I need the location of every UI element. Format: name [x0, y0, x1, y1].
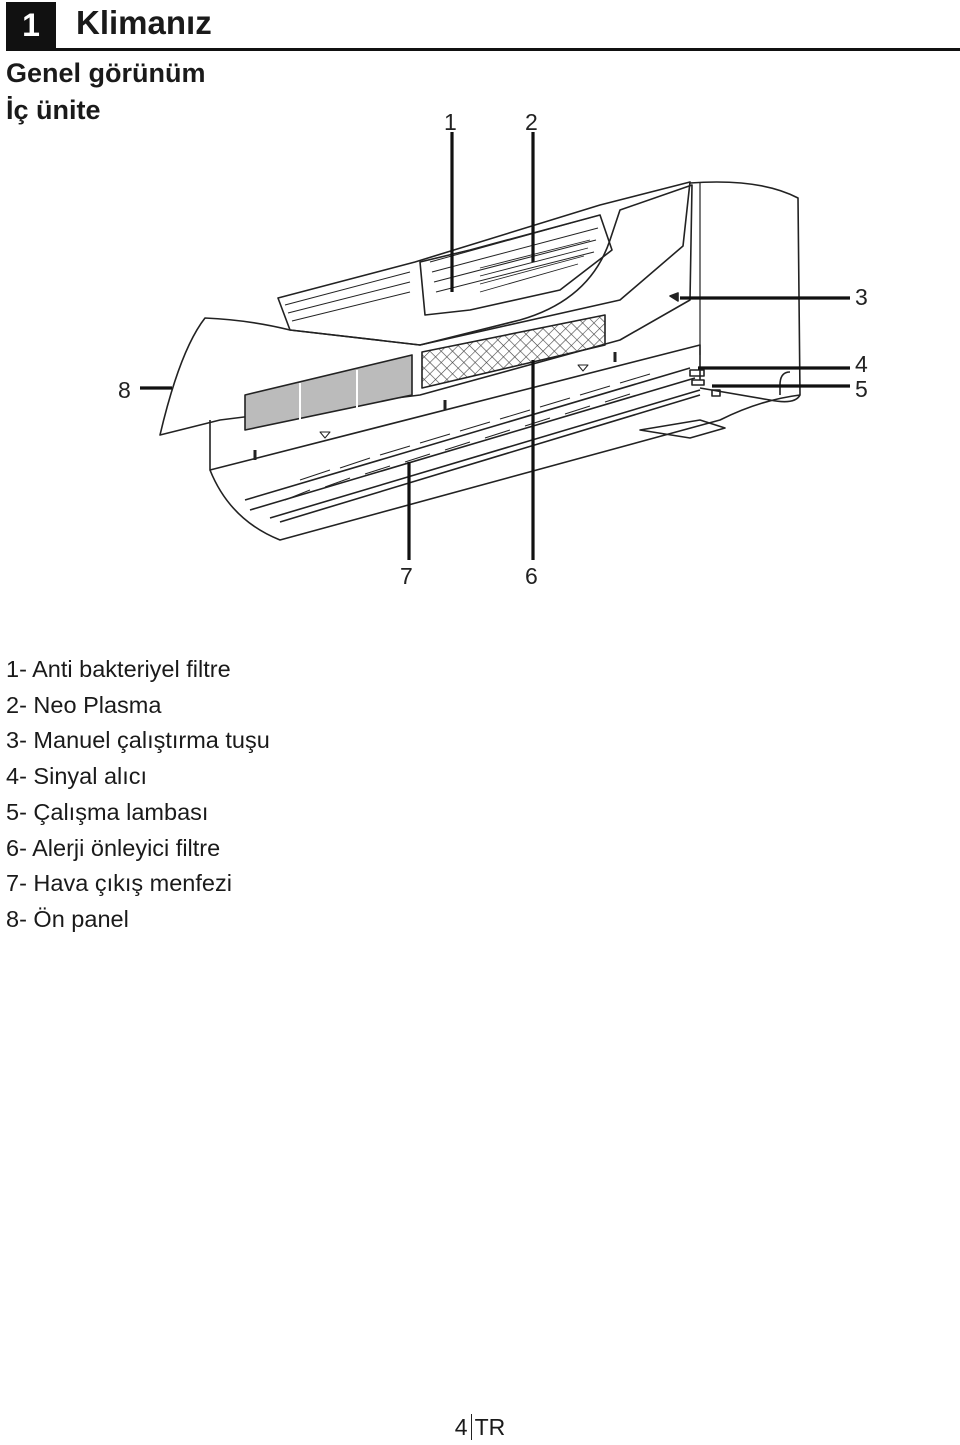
- legend-item: 3- Manuel çalıştırma tuşu: [6, 727, 270, 754]
- callout-5: 5: [855, 376, 868, 402]
- language-code: TR: [474, 1414, 506, 1440]
- parts-legend: 1- Anti bakteriyel filtre 2- Neo Plasma …: [6, 652, 270, 938]
- callout-2: 2: [525, 110, 538, 135]
- indoor-unit-diagram: 1 2 3 4 5 6 7 8: [118, 110, 868, 589]
- air-outlet: [244, 367, 701, 523]
- allergy-filter: [421, 314, 606, 389]
- unit-housing: [689, 181, 801, 403]
- callout-8: 8: [118, 377, 131, 403]
- chapter-number: 1: [6, 2, 56, 48]
- chapter-title: Klimanız: [76, 4, 212, 41]
- legend-item: 6- Alerji önleyici filtre: [6, 834, 221, 861]
- chapter-rule: [6, 48, 960, 51]
- legend-item: 4- Sinyal alıcı: [6, 763, 148, 790]
- callout-7: 7: [400, 563, 413, 589]
- legend-item: 5- Çalışma lambası: [6, 798, 209, 825]
- section-subtitle: İç ünite: [6, 95, 101, 125]
- legend-item: 7- Hava çıkış menfezi: [6, 870, 232, 897]
- callout-1: 1: [444, 110, 457, 135]
- legend-item: 2- Neo Plasma: [6, 691, 162, 718]
- callout-6: 6: [525, 563, 538, 589]
- callout-4: 4: [855, 351, 868, 377]
- section-title: Genel görünüm: [6, 58, 206, 88]
- legend-item: 8- Ön panel: [6, 905, 129, 932]
- footer-divider: [470, 1414, 472, 1440]
- neo-plasma-module: [419, 214, 613, 316]
- page-number: 4: [454, 1414, 468, 1440]
- legend-item: 1- Anti bakteriyel filtre: [6, 656, 231, 682]
- front-panel: [159, 184, 693, 436]
- callout-3: 3: [855, 284, 868, 310]
